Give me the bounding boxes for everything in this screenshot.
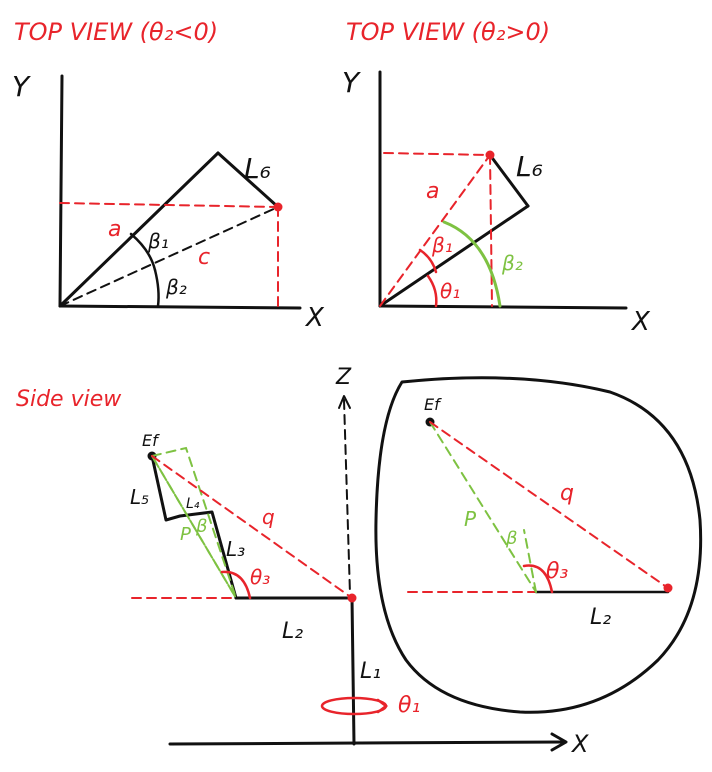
top-right-beta2-label: β₂ <box>501 251 523 275</box>
zoom-theta3-label: θ₃ <box>546 559 568 584</box>
top-right-y-axis-label: Y <box>342 66 361 99</box>
top-left-c-dashed <box>59 206 279 307</box>
side-l1-label: L₁ <box>360 659 381 684</box>
top-left-y-axis-label: Y <box>12 70 31 103</box>
side-l1-link <box>350 596 356 746</box>
top-right-l6-link <box>488 153 530 208</box>
side-z-arrow-head <box>338 395 351 409</box>
top-left-x-axis-label: X <box>304 303 325 333</box>
zoom-green-construction <box>523 529 537 593</box>
side-beta-label: β <box>195 516 208 537</box>
side-p-dashed <box>151 455 237 599</box>
top-right-horizontal-red-dashed <box>383 152 491 156</box>
top-right-arm-link <box>378 204 530 308</box>
top-right-title: TOP VIEW (θ₂>0) <box>346 18 550 46</box>
zoom-beta-label: β <box>505 528 518 549</box>
top-left-l6-label: L₆ <box>244 152 271 185</box>
zoom-p-dashed <box>429 421 537 593</box>
side-z-axis-label: Z <box>335 365 352 390</box>
top-right-a-dashed <box>379 154 491 307</box>
top-right-end-point <box>485 150 495 160</box>
side-theta1-label: θ₁ <box>398 693 420 718</box>
top-left-c-label: c <box>198 245 210 270</box>
side-view-panel: Side view Z X L₁ θ₁ L₂ L₃ L₄ L₅ Ef P β <box>16 365 589 758</box>
side-theta3-label: θ₃ <box>250 565 270 589</box>
side-l5-label: L₅ <box>130 485 149 509</box>
top-left-horizontal-red-dashed <box>59 202 279 208</box>
top-right-x-axis-label: X <box>630 307 651 337</box>
side-q-label: q <box>262 505 275 529</box>
zoom-detail-panel: Ef L₂ P β q θ₃ <box>374 376 703 714</box>
top-left-beta1-label: β₁ <box>147 229 169 253</box>
top-right-vertical-red-dashed <box>489 154 493 307</box>
side-view-title: Side view <box>16 387 122 412</box>
zoom-q-label: q <box>560 481 574 506</box>
top-left-title: TOP VIEW (θ₂<0) <box>14 18 218 46</box>
zoom-l2-label: L₂ <box>590 605 611 630</box>
top-view-positive-panel: TOP VIEW (θ₂>0) Y X L₆ a β₁ θ₁ β₂ <box>342 18 651 337</box>
side-x-axis <box>168 740 566 746</box>
top-left-end-point <box>273 202 283 212</box>
top-left-beta1-arc <box>129 232 157 272</box>
side-l3-label: L₃ <box>226 537 245 561</box>
top-right-beta2-arc <box>442 220 502 308</box>
zoom-q-dashed <box>429 421 669 589</box>
top-right-a-label: a <box>426 179 439 204</box>
side-p-label: P <box>180 524 191 545</box>
side-theta1-arrow <box>376 698 389 714</box>
top-right-beta1-label: β₁ <box>431 233 453 257</box>
top-left-l6-link <box>216 151 280 209</box>
top-right-theta1-label: θ₁ <box>440 279 460 303</box>
side-ef-label: Ef <box>142 431 160 450</box>
top-right-theta1-arc <box>426 274 438 308</box>
side-l4-label: L₄ <box>186 496 200 512</box>
zoom-ef-label: Ef <box>424 395 442 414</box>
side-q-dashed <box>151 455 353 599</box>
top-left-y-axis <box>58 74 64 308</box>
side-x-axis-label: X <box>570 730 589 758</box>
side-z-axis-dashed <box>343 399 351 595</box>
top-left-beta2-arc <box>153 268 160 308</box>
zoom-p-label: P <box>464 507 477 531</box>
top-right-x-axis <box>378 304 628 310</box>
top-view-negative-panel: TOP VIEW (θ₂<0) Y X L₆ a c β₁ β₂ <box>12 18 325 333</box>
top-left-x-axis <box>58 304 302 310</box>
side-x-arrow-head <box>550 732 568 752</box>
top-right-beta1-arc <box>418 248 438 274</box>
side-theta3-arc <box>220 570 252 600</box>
side-l3-l4-l5-linkage <box>150 454 238 600</box>
top-right-l6-label: L₆ <box>516 150 543 183</box>
top-left-arm-link <box>58 151 220 308</box>
top-left-a-label: a <box>108 217 121 242</box>
zoom-theta3-arc <box>522 564 554 594</box>
zoom-bubble-outline <box>374 376 703 714</box>
side-l2-label: L₂ <box>282 619 303 644</box>
top-left-beta2-label: β₂ <box>165 275 187 299</box>
